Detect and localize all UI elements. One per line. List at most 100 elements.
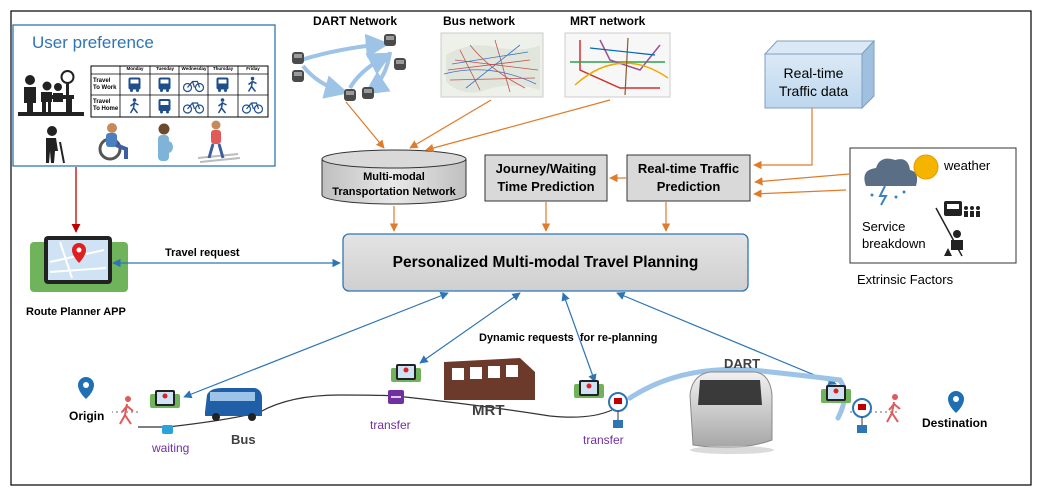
row-label-line1: Travel [93, 99, 111, 105]
realtime-traffic-data-line1: Real-time [783, 65, 844, 81]
multimodal-network-line1: Multi-modal [363, 171, 425, 183]
walk-icon [217, 98, 227, 114]
row-label-line2: To Home [93, 106, 119, 112]
journey-prediction-line2: Time Prediction [497, 179, 595, 194]
dart-network-graph [300, 33, 393, 99]
destination-stop-marker [852, 398, 872, 433]
wheelchair-user-icon [98, 123, 128, 161]
service-breakdown-icon [935, 201, 980, 257]
mrt-network-label: MRT network [570, 14, 646, 28]
planner-box [342, 233, 749, 292]
transfer-marker-2 [608, 392, 628, 428]
bus-icon [205, 388, 262, 421]
service-breakdown-label: Service breakdown [862, 218, 926, 252]
service-breakdown-line1: Service [862, 219, 906, 234]
planner-title: Personalized Multi-modal Travel Planning [392, 254, 699, 271]
walk-icon [247, 76, 257, 92]
pedestrian-crossing-icon [197, 120, 241, 163]
dart-network-nodes [292, 34, 406, 101]
bicycle-icon [182, 80, 205, 93]
bus-icon [216, 77, 229, 92]
route-planner-app-label: Route Planner APP [26, 306, 126, 318]
transfer-1-label: transfer [370, 418, 411, 432]
traffic-prediction-label: Real-time Traffic Prediction [627, 160, 750, 196]
mini-phone-icon [574, 380, 604, 398]
walking-person-destination-icon [886, 394, 901, 423]
user-preference-title: User preference [32, 33, 154, 52]
extrinsic-factors-title: Extrinsic Factors [857, 272, 954, 287]
bicycle-icon [182, 102, 205, 114]
realtime-traffic-data-line2: Traffic data [778, 83, 849, 99]
day-header: Thursday [212, 66, 234, 71]
elderly-person-icon [46, 126, 65, 164]
day-header: Wednesday [181, 66, 207, 71]
dart-node-icon [344, 89, 356, 101]
route-planner-app-icon [30, 236, 128, 292]
journey-prediction-label: Journey/Waiting Time Prediction [485, 160, 607, 196]
traffic-prediction-line1: Real-time Traffic [637, 161, 740, 176]
realtime-traffic-data-label: Real-time Traffic data [765, 64, 862, 100]
mini-phone-icon [821, 385, 851, 403]
travel-request-label: Travel request [165, 247, 240, 259]
origin-label: Origin [69, 409, 105, 423]
bus-icon [158, 77, 171, 92]
walking-person-origin-icon [119, 396, 134, 425]
realtime-traffic-data-cube [763, 39, 876, 110]
dart-label: DART [724, 356, 761, 371]
day-header: Friday [246, 66, 260, 71]
sun-icon [913, 154, 939, 180]
bicycle-icon [241, 102, 264, 114]
mini-phone-icon [150, 390, 180, 408]
orange-arrows [345, 99, 850, 232]
traffic-prediction-line2: Prediction [656, 179, 721, 194]
bus-network-label: Bus network [443, 14, 516, 28]
dart-node-icon [394, 58, 406, 70]
multimodal-network-line2: Transportation Network [332, 186, 456, 198]
mrt-train-icon [444, 358, 535, 400]
dart-pod-vehicle-icon [689, 371, 774, 454]
day-header: Monday [126, 66, 144, 71]
mrt-label: MRT [472, 402, 505, 419]
transfer-2-label: transfer [583, 433, 624, 447]
row-label-line2: To Work [93, 85, 117, 91]
row-label-line1: Travel [93, 78, 111, 84]
destination-label: Destination [922, 416, 988, 430]
bus-icon [158, 99, 171, 114]
dart-node-icon [362, 87, 374, 99]
dynamic-requests-label: Dynamic requests for re-planning [479, 332, 658, 344]
multimodal-network-label: Multi-modal Transportation Network [322, 170, 466, 200]
outer-frame [10, 10, 1032, 486]
transfer-marker-1 [388, 390, 404, 404]
day-header: Tuesday [156, 66, 174, 71]
preference-icons [128, 76, 264, 114]
dart-network-label: DART Network [313, 14, 398, 28]
service-breakdown-line2: breakdown [862, 236, 926, 251]
waiting-label: waiting [152, 441, 190, 455]
mini-phone-icon [391, 364, 421, 382]
journey-prediction-line1: Journey/Waiting [495, 161, 597, 176]
destination-pin-icon [948, 391, 964, 413]
blue-arrows [112, 258, 837, 399]
dart-node-icon [292, 52, 304, 64]
bus-stop-icon [18, 70, 84, 116]
walk-icon [129, 98, 139, 114]
preference-table [90, 65, 269, 118]
traffic-prediction-box [626, 154, 751, 202]
storm-cloud-icon [864, 158, 918, 206]
bus-network-map [440, 32, 544, 98]
mrt-network-map [564, 32, 671, 98]
origin-pin-icon [78, 377, 94, 399]
dart-node-icon [292, 70, 304, 82]
journey-prediction-box [484, 154, 608, 202]
bus-icon [128, 77, 141, 92]
multimodal-network-cylinder [321, 149, 467, 205]
bus-stop-marker [162, 425, 173, 434]
weather-label: weather [944, 158, 991, 173]
bus-label: Bus [231, 432, 256, 447]
pregnant-woman-icon [158, 123, 173, 161]
mini-phone-icons [150, 364, 851, 408]
